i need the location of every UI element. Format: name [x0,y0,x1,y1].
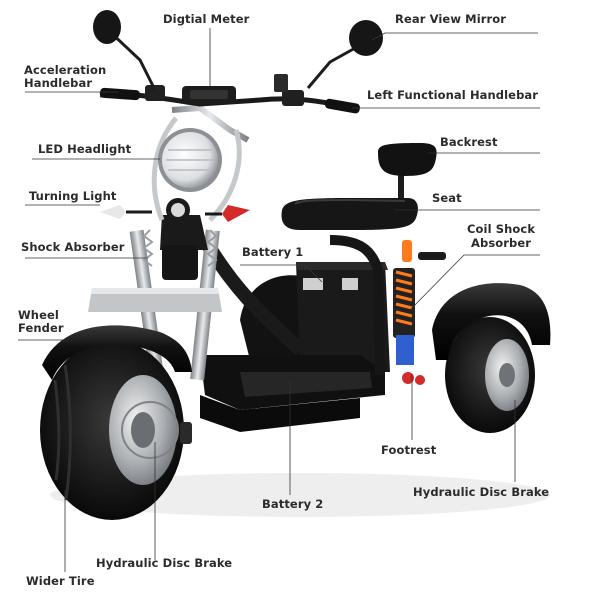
label-coil-shock-absorber-line1: Coil Shock [467,222,536,236]
label-rear-view-mirror: Rear View Mirror [395,12,507,26]
led-headlight [158,128,222,192]
label-seat: Seat [432,191,462,205]
label-coil-shock-absorber-line2: Absorber [471,236,532,250]
rear-right-fender [432,283,551,360]
label-wider-tire: Wider Tire [26,574,95,588]
label-wheel-fender-line1: Wheel [18,308,59,322]
seat [281,198,418,230]
rear-bracket [418,252,446,260]
right-mirror [306,20,383,89]
turning-light-left [100,205,152,219]
rear-frame [329,235,385,376]
label-battery-2: Battery 2 [262,497,324,511]
front-fender [42,325,192,380]
coil-shock-absorber [393,240,425,385]
left-mirror [93,10,157,91]
battery-2-housing [200,395,360,432]
label-wheel-fender-line2: Fender [18,321,64,335]
label-led-headlight: LED Headlight [38,142,132,156]
label-battery-1: Battery 1 [242,245,304,259]
rear-right-wheel [445,317,535,433]
label-acceleration-handlebar-line1: Acceleration [24,63,107,77]
backrest-assembly [378,143,437,210]
label-left-functional-handlebar: Left Functional Handlebar [367,88,539,102]
battery-box [296,262,390,372]
label-digital-meter: Digtial Meter [163,12,250,26]
footboard-mat [240,372,372,397]
frame-tube [198,236,305,355]
ground-shadow [50,473,550,517]
turning-light-right [205,205,250,222]
label-turning-light: Turning Light [29,189,117,203]
label-hydraulic-disc-brake-front: Hydraulic Disc Brake [96,556,233,570]
label-hydraulic-disc-brake-rear: Hydraulic Disc Brake [413,485,550,499]
leader-lines [18,28,540,572]
front-caliper [180,422,192,444]
front-shock-springs [142,229,218,267]
label-footrest: Footrest [381,443,437,457]
label-acceleration-handlebar-line2: Handlebar [24,76,93,90]
label-backrest: Backrest [440,135,498,149]
label-shock-absorber: Shock Absorber [21,240,125,254]
front-wheel [40,340,184,520]
